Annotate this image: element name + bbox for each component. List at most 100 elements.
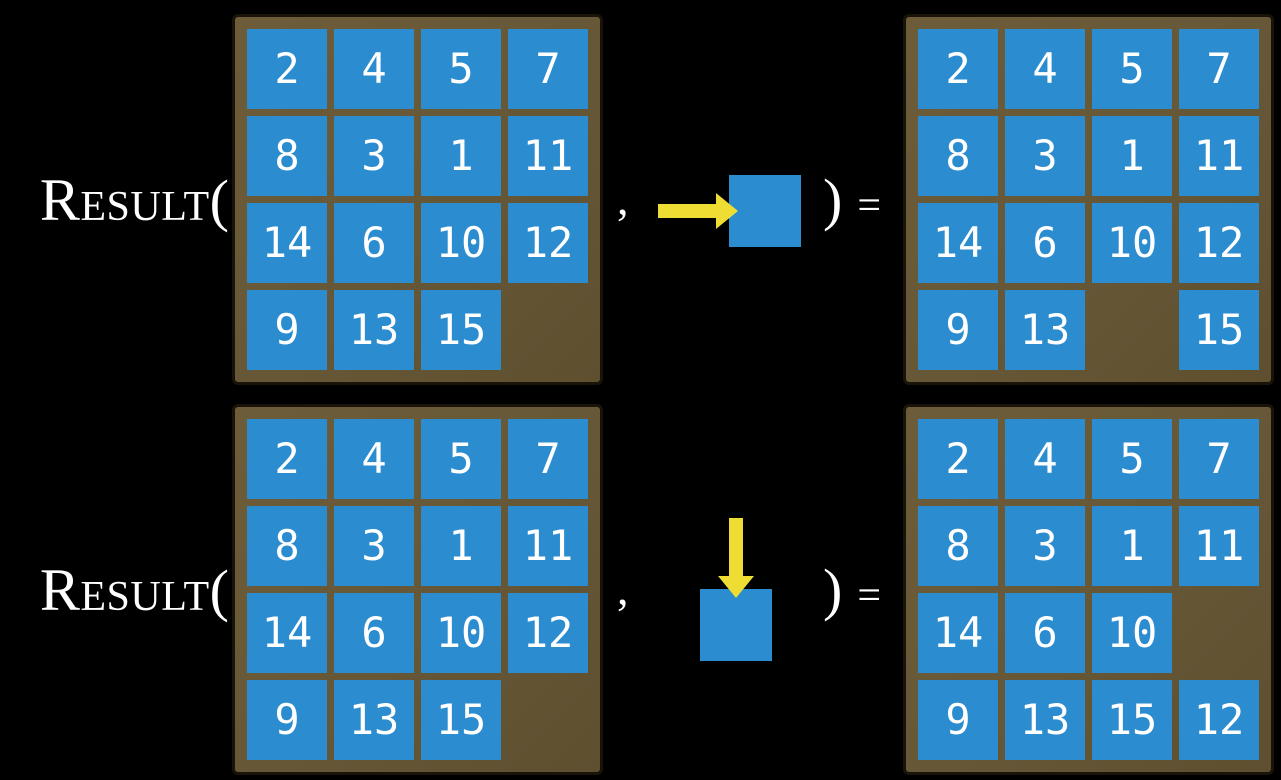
tile-number: 2 bbox=[945, 44, 971, 93]
tile-number: 8 bbox=[945, 521, 971, 570]
puzzle-tile-8: 8 bbox=[247, 506, 327, 586]
puzzle-tile-4: 4 bbox=[334, 29, 414, 109]
tile-number: 4 bbox=[1032, 434, 1058, 483]
equation-middle-row-2: , )= bbox=[603, 404, 903, 775]
puzzle-tile-8: 8 bbox=[247, 116, 327, 196]
tile-number: 14 bbox=[932, 608, 984, 657]
open-paren: ( bbox=[209, 557, 229, 623]
tile-number: 7 bbox=[535, 434, 561, 483]
tile-number: 8 bbox=[274, 131, 300, 180]
puzzle-tile-6: 6 bbox=[334, 593, 414, 673]
puzzle-tile-6: 6 bbox=[1005, 593, 1085, 673]
puzzle-tile-4: 4 bbox=[1005, 29, 1085, 109]
puzzle-tile-2: 2 bbox=[918, 419, 998, 499]
tile-number: 1 bbox=[448, 521, 474, 570]
tile-number: 15 bbox=[435, 305, 487, 354]
comma-separator: , bbox=[617, 173, 629, 225]
tile-number: 9 bbox=[274, 305, 300, 354]
open-paren: ( bbox=[209, 167, 229, 233]
tile-number: 10 bbox=[1106, 608, 1158, 657]
close-equals-row-2: )= bbox=[823, 404, 881, 775]
function-label: Result( bbox=[0, 14, 232, 385]
close-equals-row-1: )= bbox=[823, 14, 881, 385]
puzzle-tile-12: 12 bbox=[508, 593, 588, 673]
close-paren: ) bbox=[822, 166, 843, 232]
move-right-action-icon bbox=[658, 25, 801, 396]
tile-number: 14 bbox=[261, 218, 313, 267]
puzzle-tile-3: 3 bbox=[334, 116, 414, 196]
tile-number: 7 bbox=[1206, 434, 1232, 483]
puzzle-tile-15: 15 bbox=[1092, 680, 1172, 760]
tile-number: 4 bbox=[361, 434, 387, 483]
puzzle-tile-15: 15 bbox=[421, 290, 501, 370]
tile-number: 6 bbox=[1032, 218, 1058, 267]
tile-number: 9 bbox=[945, 305, 971, 354]
tile-number: 11 bbox=[1193, 131, 1245, 180]
puzzle-tile-1: 1 bbox=[1092, 506, 1172, 586]
puzzle-tile-5: 5 bbox=[421, 419, 501, 499]
tile-number: 2 bbox=[945, 434, 971, 483]
puzzle-tile-2: 2 bbox=[247, 419, 327, 499]
equation-middle-row-1: , )= bbox=[603, 14, 903, 385]
tile-number: 1 bbox=[1119, 131, 1145, 180]
puzzle-tile-9: 9 bbox=[247, 680, 327, 760]
tile-number: 13 bbox=[1019, 305, 1071, 354]
tile-number: 13 bbox=[348, 695, 400, 744]
tile-number: 13 bbox=[1019, 695, 1071, 744]
puzzle-tile-13: 13 bbox=[334, 680, 414, 760]
tile-number: 15 bbox=[1106, 695, 1158, 744]
puzzle-tile-10: 10 bbox=[421, 593, 501, 673]
tile-number: 13 bbox=[348, 305, 400, 354]
puzzle-tile-13: 13 bbox=[334, 290, 414, 370]
puzzle-tile-7: 7 bbox=[508, 29, 588, 109]
tile-number: 9 bbox=[274, 695, 300, 744]
tile-number: 8 bbox=[274, 521, 300, 570]
puzzle-tile-10: 10 bbox=[421, 203, 501, 283]
tile-number: 5 bbox=[448, 434, 474, 483]
puzzle-tile-12: 12 bbox=[1179, 203, 1259, 283]
puzzle-tile-12: 12 bbox=[1179, 680, 1259, 760]
function-name: Result bbox=[39, 166, 210, 233]
puzzle-tile-1: 1 bbox=[421, 116, 501, 196]
puzzle-tile-5: 5 bbox=[1092, 29, 1172, 109]
puzzle-tile-1: 1 bbox=[421, 506, 501, 586]
puzzle-tile-9: 9 bbox=[247, 290, 327, 370]
puzzle-tile-6: 6 bbox=[334, 203, 414, 283]
blank-cell bbox=[508, 290, 588, 370]
tile-number: 3 bbox=[361, 131, 387, 180]
tile-number: 15 bbox=[1193, 305, 1245, 354]
tile-number: 6 bbox=[361, 608, 387, 657]
close-paren: ) bbox=[822, 556, 843, 622]
puzzle-tile-4: 4 bbox=[334, 419, 414, 499]
puzzle-tile-2: 2 bbox=[247, 29, 327, 109]
puzzle-tile-12: 12 bbox=[508, 203, 588, 283]
tile-number: 12 bbox=[1193, 695, 1245, 744]
tile-number: 3 bbox=[361, 521, 387, 570]
puzzle-tile-13: 13 bbox=[1005, 290, 1085, 370]
tile-number: 10 bbox=[435, 608, 487, 657]
puzzle-tile-8: 8 bbox=[918, 116, 998, 196]
tile-number: 7 bbox=[535, 44, 561, 93]
blank-cell bbox=[1179, 593, 1259, 673]
tile-number: 2 bbox=[274, 44, 300, 93]
blank-cell bbox=[508, 680, 588, 760]
tile-number: 10 bbox=[435, 218, 487, 267]
puzzle-tile-8: 8 bbox=[918, 506, 998, 586]
tile-number: 12 bbox=[522, 218, 574, 267]
equals-sign: = bbox=[857, 182, 881, 229]
tile-number: 14 bbox=[932, 218, 984, 267]
function-label: Result( bbox=[0, 404, 232, 775]
puzzle-tile-11: 11 bbox=[508, 116, 588, 196]
puzzle-tile-7: 7 bbox=[1179, 419, 1259, 499]
function-name: Result bbox=[39, 556, 210, 623]
tile-number: 11 bbox=[522, 131, 574, 180]
puzzle-tile-15: 15 bbox=[421, 680, 501, 760]
puzzle-tile-3: 3 bbox=[1005, 116, 1085, 196]
comma-separator: , bbox=[617, 563, 629, 615]
tile-number: 8 bbox=[945, 131, 971, 180]
puzzle-tile-10: 10 bbox=[1092, 593, 1172, 673]
